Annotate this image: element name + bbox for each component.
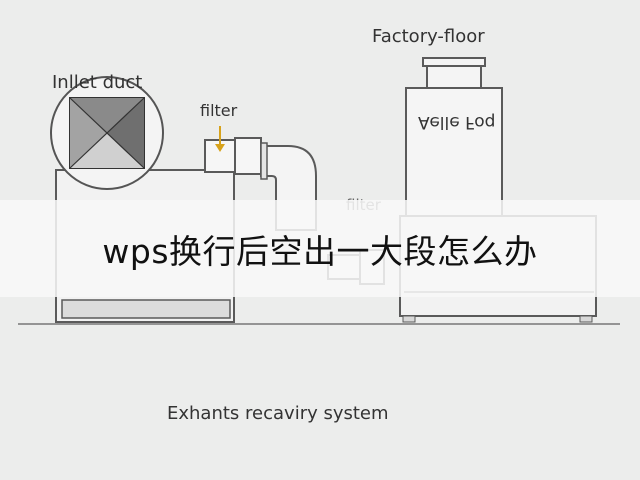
inlet-duct (50, 76, 164, 190)
filter-1-arrow (215, 126, 225, 152)
inlet-duct-label: Inllet duct (52, 72, 143, 93)
filter-1-label: filter (200, 101, 238, 120)
title-banner: wps换行后空出一大段怎么办 (0, 200, 640, 297)
banner-title: wps换行后空出一大段怎么办 (102, 231, 538, 271)
exhaust-system-caption: Exhants recaviry system (167, 403, 389, 424)
filter-1-housing (204, 137, 262, 175)
factory-floor-label: Factory-floor (372, 26, 485, 47)
unit-label: Aelle Foq (418, 112, 496, 132)
